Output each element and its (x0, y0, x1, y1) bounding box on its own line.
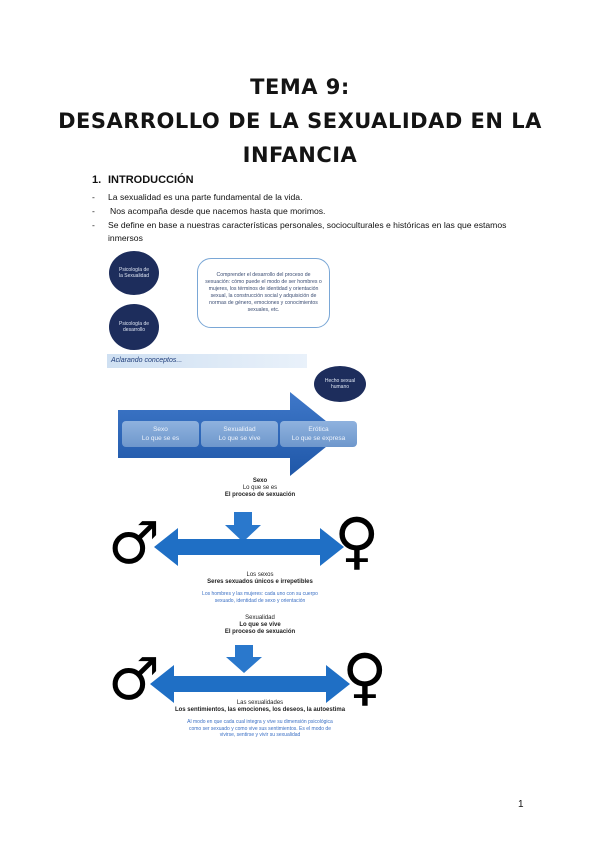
title-line-1: TEMA 9: (250, 75, 350, 99)
concept-box-erotica: Erótica Lo que se expresa (280, 421, 357, 447)
psychology-sexuality-circle: Psicología de la Sexualidad (109, 251, 159, 295)
sexo-heading: Sexo Lo que se es El proceso de sexuació… (224, 478, 296, 498)
sexualidades-caption: Las sexualidades Los sentimientos, las e… (174, 700, 346, 738)
down-arrow-icon (225, 512, 261, 542)
title-line-2: DESARROLLO DE LA SEXUALIDAD EN LA (58, 109, 542, 133)
double-arrow-sexualidad (150, 665, 350, 703)
definition-box: Comprender el desarrollo del proceso de … (197, 258, 330, 328)
title-line-3: INFANCIA (242, 143, 358, 167)
page-number: 1 (518, 799, 524, 810)
female-symbol-icon: ♀ (342, 640, 388, 713)
concept-box-sexo: Sexo Lo que se es (122, 421, 199, 447)
down-arrow-icon (226, 645, 262, 673)
developmental-psychology-circle: Psicología de desarrollo (109, 304, 159, 350)
concept-box-sexualidad: Sexualidad Lo que se vive (201, 421, 278, 447)
concepts-band: Aclarando conceptos... (107, 354, 307, 368)
male-symbol-icon: ♂ (108, 645, 160, 713)
double-arrow-sexo (154, 528, 344, 566)
section-title: INTRODUCCIÓN (108, 174, 194, 186)
sexualidad-heading: Sexualidad Lo que se vive El proceso de … (224, 615, 296, 635)
human-sexual-fact-circle: Hecho sexual humano (314, 366, 366, 402)
male-symbol-icon: ♂ (108, 509, 160, 577)
section-number: 1. (92, 174, 102, 186)
female-symbol-icon: ♀ (334, 504, 380, 577)
sexos-caption: Los sexos Seres sexuados únicos e irrepe… (202, 572, 318, 604)
